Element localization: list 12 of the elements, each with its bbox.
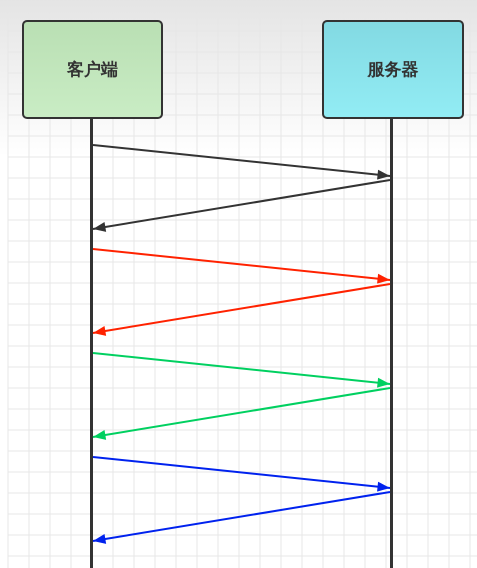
message-arrow — [92, 352, 390, 388]
message-arrow — [92, 456, 390, 492]
message-arrow — [92, 283, 390, 336]
lifeline — [90, 119, 93, 568]
message-arrow — [92, 248, 390, 284]
message-arrow — [92, 387, 390, 440]
message-arrow — [92, 144, 390, 180]
message-arrow — [92, 179, 390, 232]
participant-box: 客户端 — [22, 20, 163, 119]
message-arrow — [92, 491, 390, 544]
participant-box: 服务器 — [322, 20, 464, 119]
lifeline — [390, 119, 393, 568]
